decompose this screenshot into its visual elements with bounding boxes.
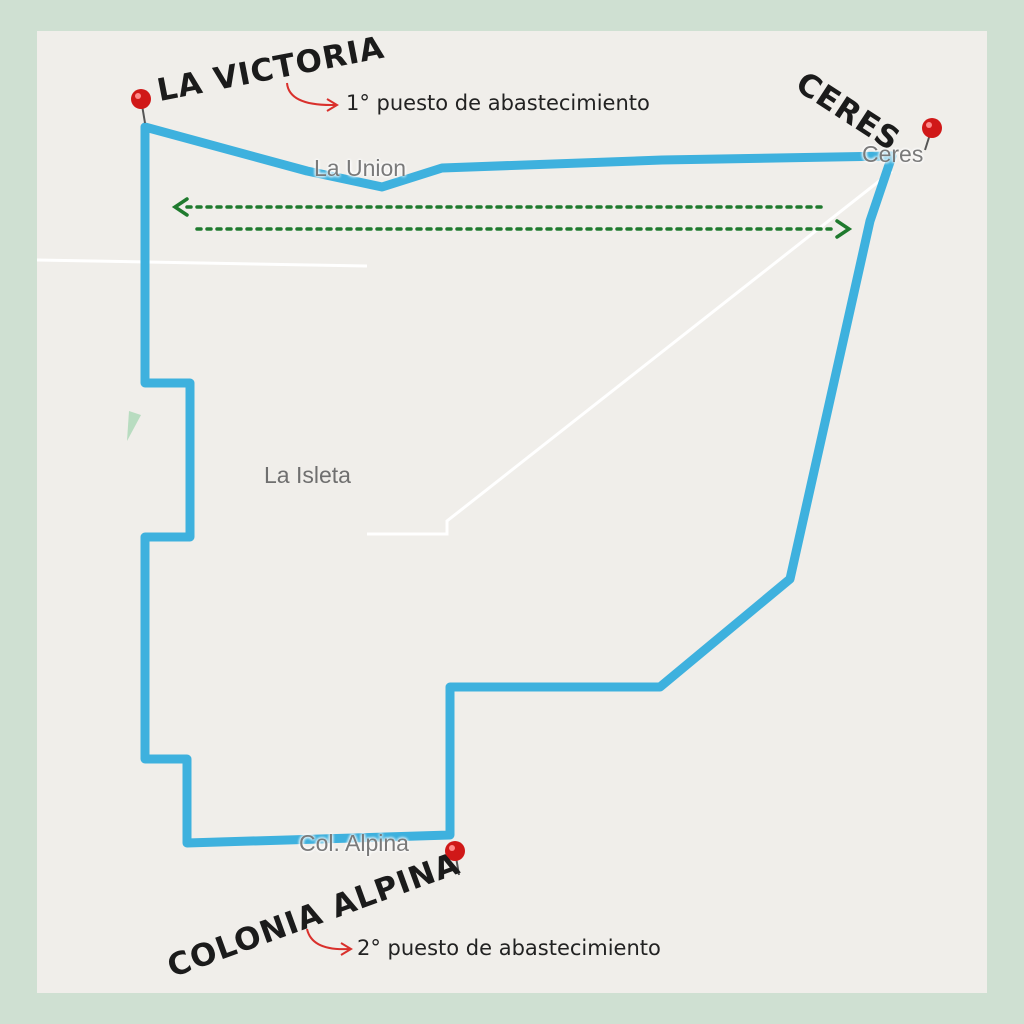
annotation-arrow-colonia-alpina: [306, 928, 353, 956]
place-col-alpina: Col. Alpina: [299, 830, 409, 856]
place-la-union: La Union: [314, 155, 407, 181]
arrow-east-head: [835, 219, 853, 239]
note-la-victoria: 1° puesto de abastecimiento: [346, 91, 650, 115]
road-diagonal: [367, 169, 893, 536]
note-colonia-alpina: 2° puesto de abastecimiento: [357, 936, 661, 960]
map-svg: [37, 82, 942, 956]
two-way-arrow-icon: [171, 197, 853, 239]
green-patch: [127, 411, 141, 441]
map-pin-icon[interactable]: [131, 89, 151, 124]
place-la-isleta: La Isleta: [264, 462, 351, 488]
map-canvas[interactable]: La Union Ceres La Isleta Col. Alpina LA …: [37, 31, 987, 993]
map-pin-icon[interactable]: [922, 118, 942, 151]
annotation-arrow-la-victoria: [286, 82, 339, 112]
arrow-west-head: [171, 197, 189, 217]
road-west: [37, 258, 368, 268]
place-ceres: Ceres: [862, 141, 924, 167]
route-line[interactable]: [140, 122, 897, 848]
map-pin-icon[interactable]: [445, 841, 465, 876]
road-lines: [37, 169, 893, 536]
